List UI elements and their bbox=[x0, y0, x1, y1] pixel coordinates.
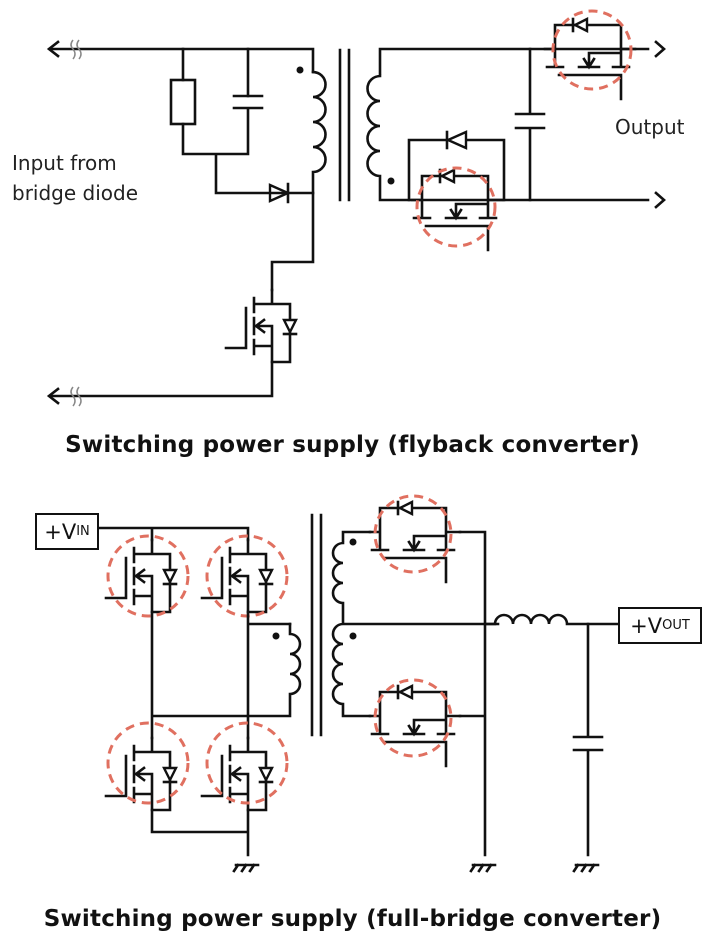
transformer-core bbox=[338, 48, 351, 202]
input-label-line1: Input from bbox=[12, 151, 117, 175]
vin-label-sub: IN bbox=[76, 524, 90, 539]
vin-rail bbox=[96, 526, 250, 542]
bridge-ground-wires bbox=[150, 808, 250, 857]
input-bottom-arrow-icon bbox=[46, 387, 60, 405]
input-label: Input from bridge diode bbox=[12, 148, 138, 208]
full-bridge-title: Switching power supply (full-bridge conv… bbox=[43, 906, 662, 932]
bridge-mid-wires bbox=[150, 610, 292, 740]
vout-label: +V bbox=[630, 613, 663, 638]
secondary-winding bbox=[366, 47, 650, 202]
fb-secondary-winding bbox=[331, 530, 500, 718]
fb-primary-winding bbox=[246, 622, 302, 718]
output-label: Output bbox=[615, 115, 685, 139]
ground-icon bbox=[232, 863, 260, 873]
vout-label-sub: OUT bbox=[662, 618, 690, 633]
input-top-arrow-icon bbox=[46, 40, 60, 58]
fb-transformer-core bbox=[310, 513, 323, 737]
vin-label: +V bbox=[44, 519, 77, 544]
output-arrows-icon bbox=[654, 40, 666, 209]
secondary-dot bbox=[387, 177, 395, 185]
secondary-return bbox=[458, 530, 487, 857]
snubber-capacitor bbox=[232, 94, 264, 110]
full-bridge-circuit bbox=[96, 494, 622, 873]
bridge-mosfet-q2 bbox=[200, 538, 274, 614]
output-capacitor bbox=[514, 47, 546, 202]
input-top-rail bbox=[48, 47, 315, 74]
snubber-wires bbox=[181, 47, 272, 195]
flyback-title: Switching power supply (flyback converte… bbox=[65, 432, 640, 458]
input-label-line2: bridge diode bbox=[12, 181, 139, 205]
highlight-sync-rectifier bbox=[415, 166, 497, 248]
flyback-circuit bbox=[46, 9, 666, 407]
bridge-mosfet-q3 bbox=[104, 736, 178, 812]
snubber-resistor bbox=[169, 78, 197, 126]
input-bottom-rail bbox=[48, 360, 274, 398]
break-symbol-icon bbox=[70, 39, 82, 60]
output-inductor bbox=[483, 613, 622, 626]
primary-switch-mosfet bbox=[224, 288, 298, 364]
primary-dot bbox=[296, 66, 304, 74]
fb-output-capacitor bbox=[572, 622, 604, 857]
primary-winding bbox=[270, 70, 327, 292]
highlight-output-mosfet bbox=[551, 9, 633, 91]
sync-rectifier-mosfet bbox=[410, 168, 504, 252]
